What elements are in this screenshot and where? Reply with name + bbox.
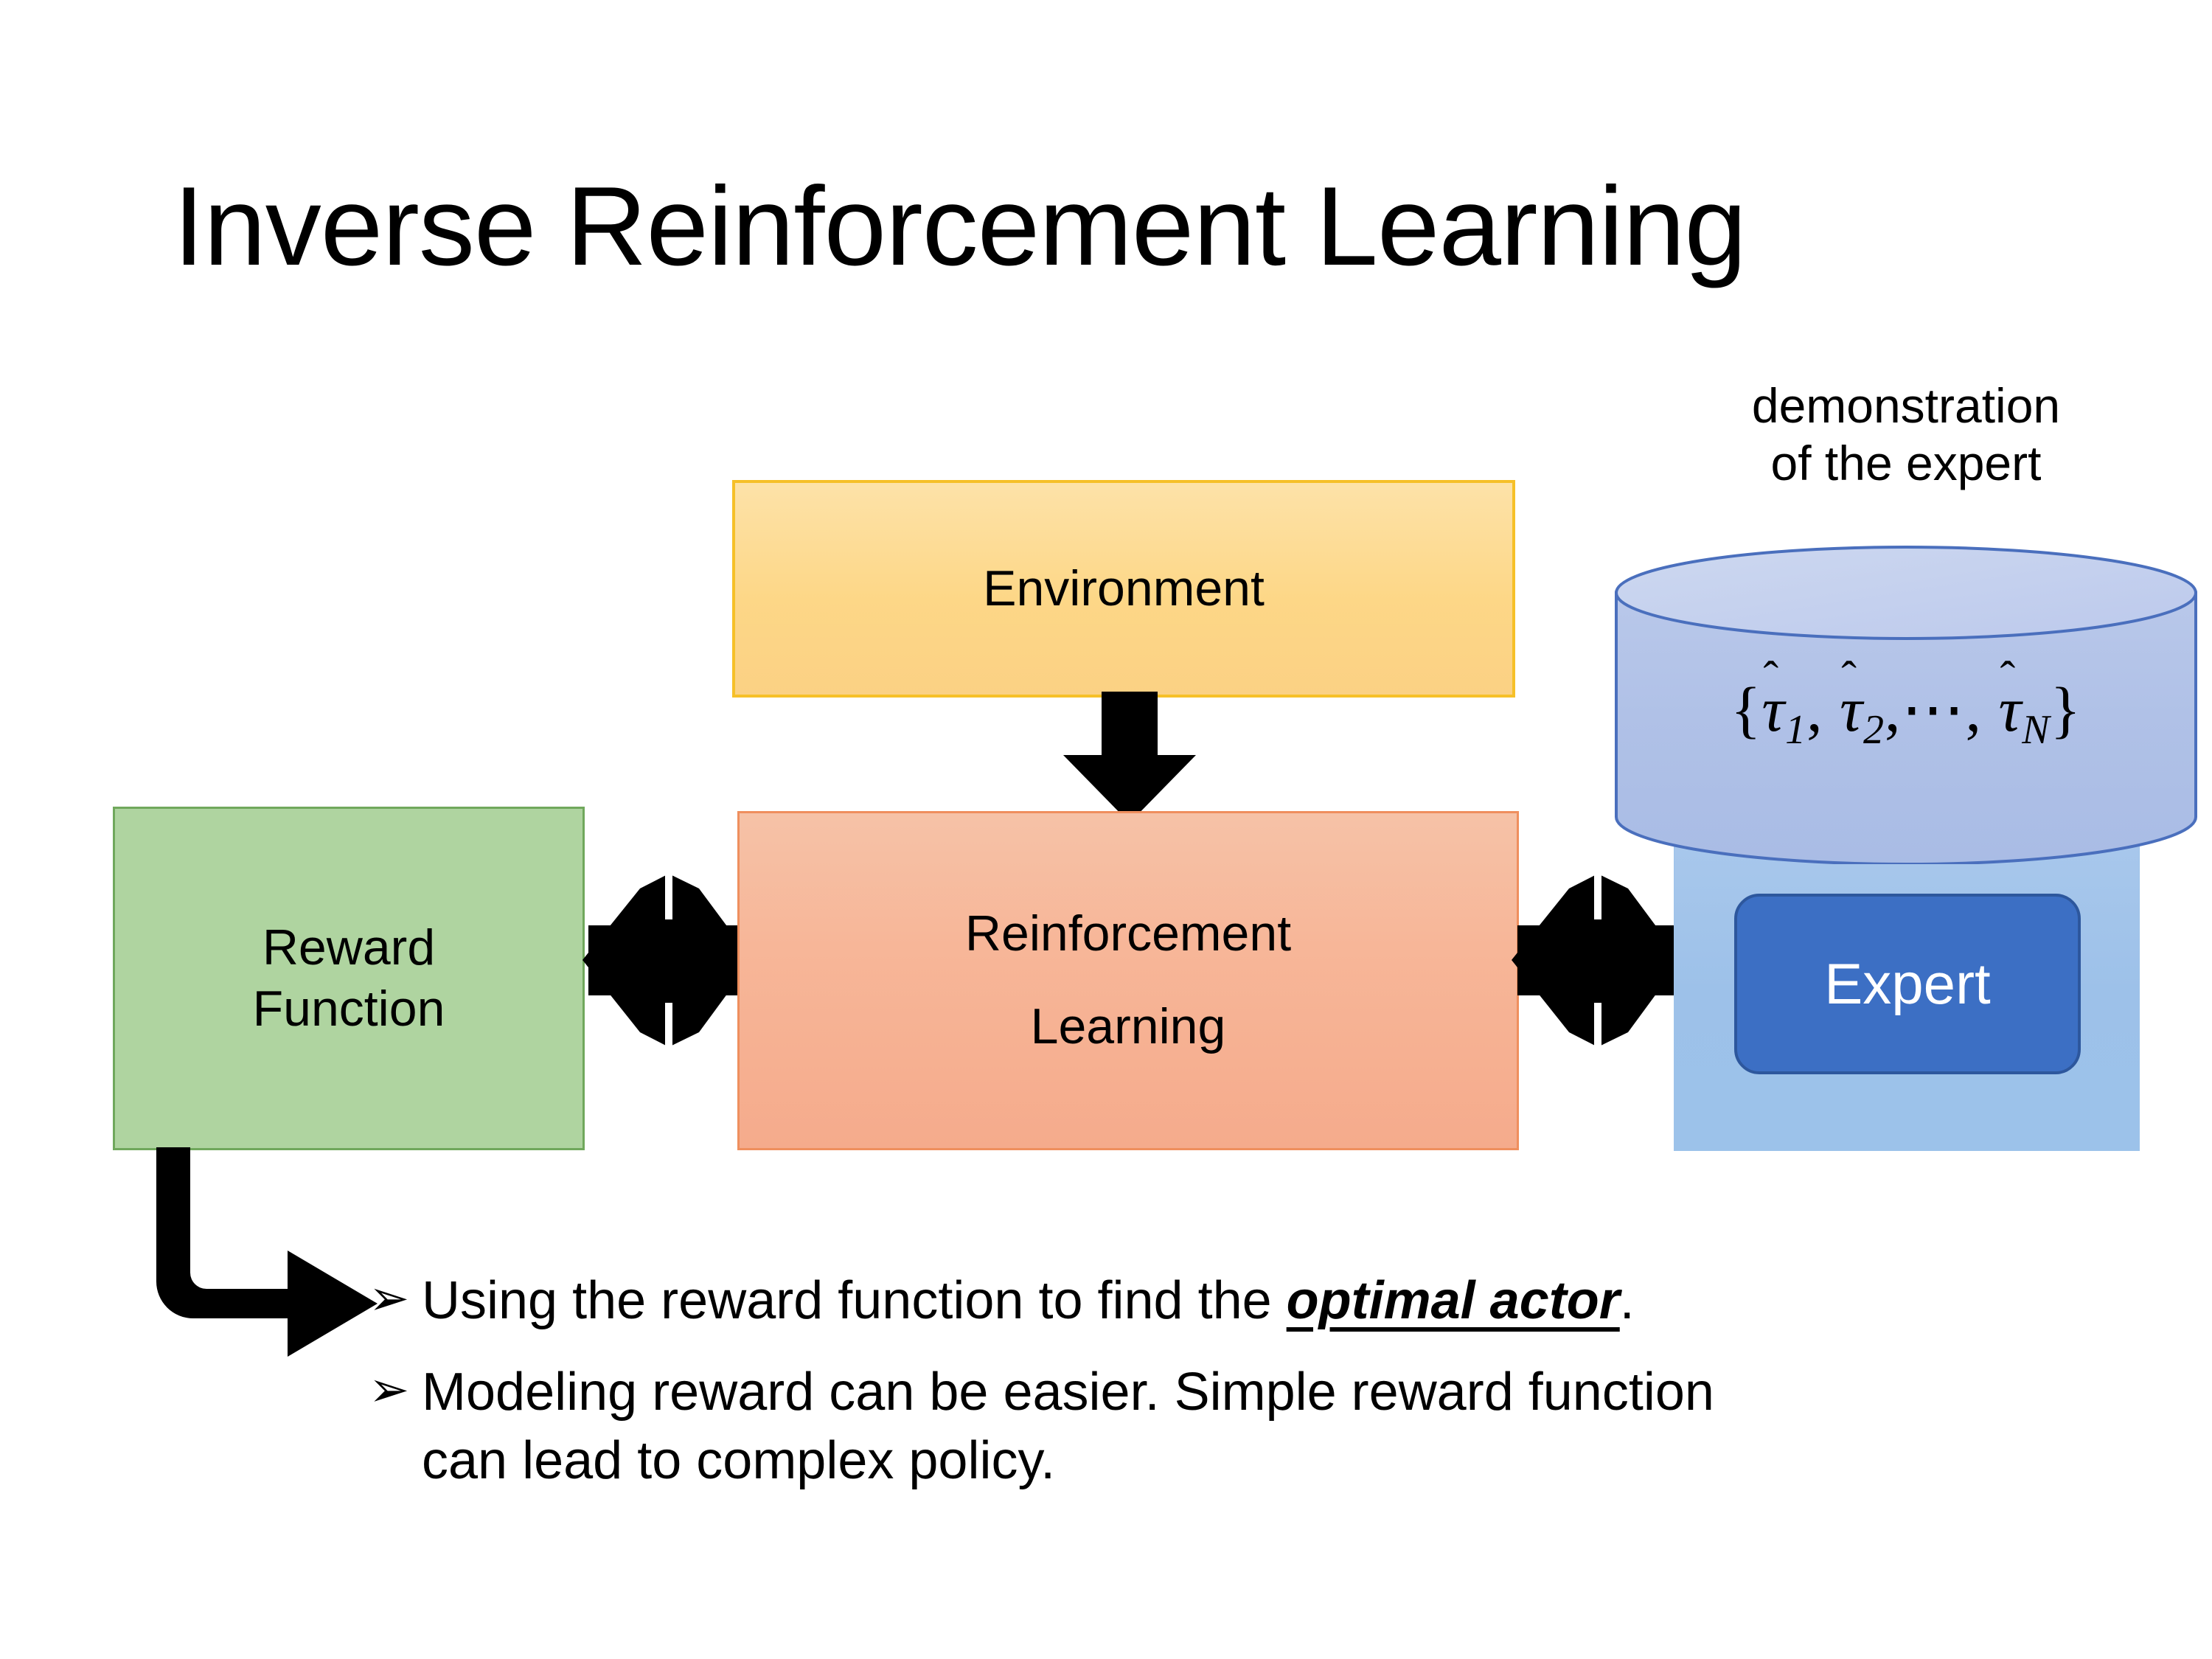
down-arrow-icon xyxy=(1063,692,1196,823)
tau-1-subscript: 1 xyxy=(1785,706,1807,753)
demonstration-set-formula: {τ̂1, τ̂2,⋯, τ̂N} xyxy=(1615,652,2197,754)
bullet-list: ➢ Using the reward function to find the … xyxy=(369,1267,2138,1518)
comma-1: , xyxy=(1806,674,1823,745)
expert-label: Expert xyxy=(1824,950,1991,1016)
quad-arrow-icon xyxy=(582,874,752,1047)
reinforcement-learning-box[interactable]: Reinforcement Learning xyxy=(737,811,1519,1150)
demonstration-caption-line2: of the expert xyxy=(1770,435,2042,490)
bent-arrow-right-icon xyxy=(156,1147,378,1357)
page-title: Inverse Reinforcement Learning xyxy=(173,164,1747,289)
quad-arrow-icon xyxy=(1512,874,1681,1047)
reward-function-line1: Reward xyxy=(262,919,436,976)
list-item: ➢ Using the reward function to find the … xyxy=(369,1267,2138,1336)
tau-N: τ̂ xyxy=(1998,652,2023,745)
set-open-brace: { xyxy=(1731,674,1762,745)
bullet-2-prefix: Modeling reward can be easier. Simple re… xyxy=(422,1362,1714,1491)
reinforcement-learning-label: Reinforcement Learning xyxy=(965,888,1291,1074)
tau-N-subscript: N xyxy=(2022,706,2051,753)
reward-function-box[interactable]: Reward Function xyxy=(113,807,585,1150)
reward-function-line2: Function xyxy=(252,981,445,1037)
demonstration-caption-line1: demonstration xyxy=(1751,378,2061,433)
bullet-arrow-icon: ➢ xyxy=(369,1361,410,1416)
reward-function-label: Reward Function xyxy=(253,917,445,1040)
tau-2-subscript: 2 xyxy=(1863,706,1885,753)
cylinder-icon xyxy=(1615,546,2197,864)
bullet-arrow-icon: ➢ xyxy=(369,1270,410,1325)
environment-label: Environment xyxy=(983,560,1265,617)
rl-line1: Reinforcement xyxy=(964,905,1292,962)
tau-1: τ̂ xyxy=(1761,652,1786,745)
comma-2: , xyxy=(1884,674,1902,745)
environment-box[interactable]: Environment xyxy=(732,480,1515,698)
comma-3: , xyxy=(1965,674,1982,745)
expert-box[interactable]: Expert xyxy=(1734,894,2081,1074)
demonstration-caption: demonstration of the expert xyxy=(1652,378,2160,493)
bullet-text-2: Modeling reward can be easier. Simple re… xyxy=(422,1358,1793,1496)
set-close-brace: } xyxy=(2050,674,2081,745)
ellipsis: ⋯ xyxy=(1901,674,1966,745)
bullet-1-suffix: . xyxy=(1619,1271,1635,1330)
bullet-text-1: Using the reward function to find the op… xyxy=(422,1267,1635,1336)
demonstration-cylinder: {τ̂1, τ̂2,⋯, τ̂N} xyxy=(1615,546,2197,864)
bullet-1-emphasis: optimal actor xyxy=(1286,1271,1620,1330)
bullet-1-prefix: Using the reward function to find the xyxy=(422,1271,1287,1330)
tau-2: τ̂ xyxy=(1840,652,1863,745)
list-item: ➢ Modeling reward can be easier. Simple … xyxy=(369,1358,2138,1496)
rl-line2: Learning xyxy=(1030,998,1226,1054)
